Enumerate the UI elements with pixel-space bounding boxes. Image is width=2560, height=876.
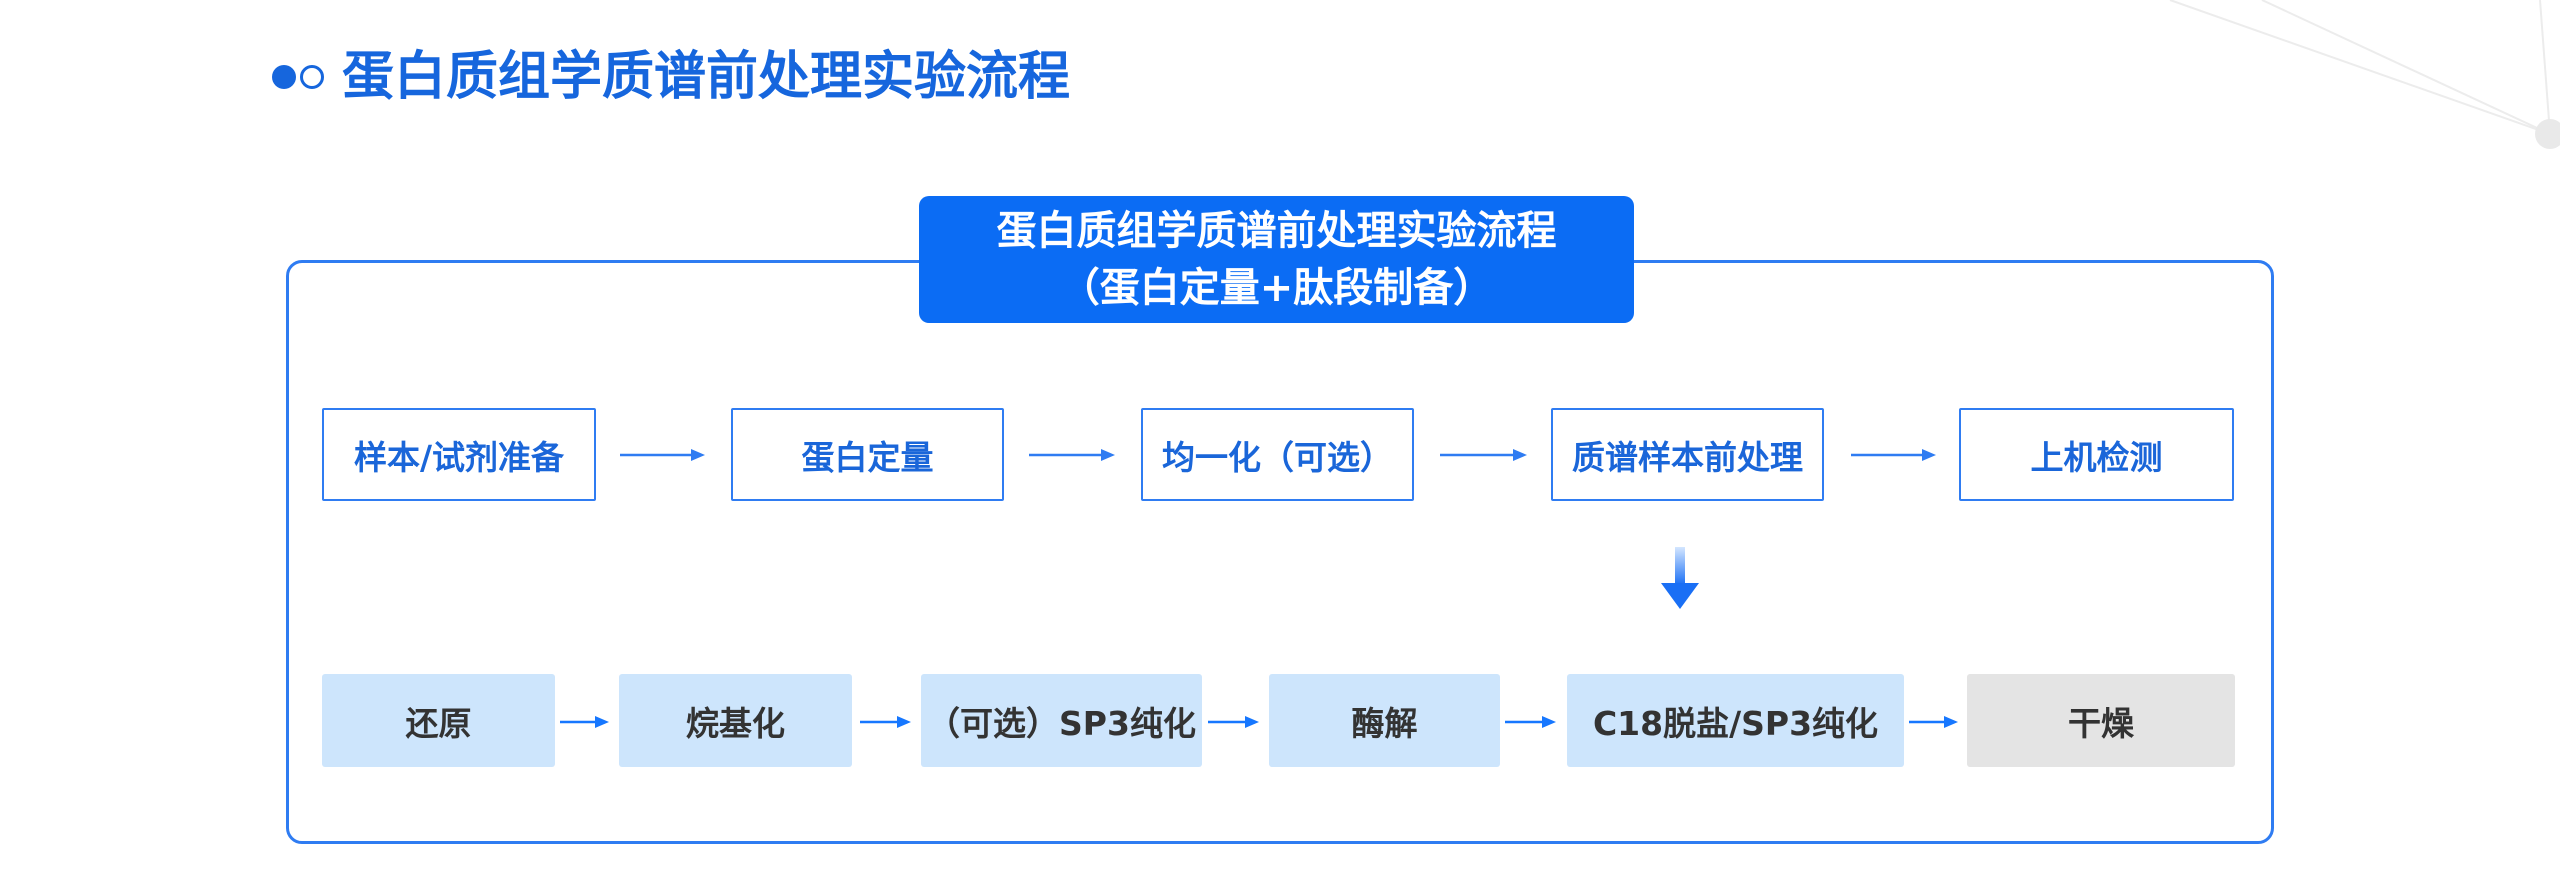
arrow-right-icon (620, 449, 705, 461)
sub-step-alkylation: 烷基化 (619, 674, 852, 767)
arrow-right-icon (1440, 449, 1527, 461)
arrow-right-icon (1909, 716, 1958, 728)
sub-step-desalting: C18脱盐/SP3纯化 (1567, 674, 1904, 767)
main-step-sample-prep: 样本/试剂准备 (322, 408, 596, 501)
arrow-right-icon (560, 716, 609, 728)
arrow-right-icon (1851, 449, 1936, 461)
network-lines-decoration (2169, 0, 2560, 149)
main-step-ms-detection: 上机检测 (1959, 408, 2234, 501)
sub-step-digestion: 酶解 (1269, 674, 1500, 767)
diagram-title-line1: 蛋白质组学质谱前处理实验流程 (996, 207, 1557, 254)
arrow-down-icon (1661, 547, 1699, 609)
section-title: 蛋白质组学质谱前处理实验流程 (342, 47, 1071, 107)
section-heading: 蛋白质组学质谱前处理实验流程 (270, 46, 1070, 108)
double-dot-icon (272, 65, 324, 89)
arrow-right-icon (1208, 716, 1259, 728)
main-step-protein-quant: 蛋白定量 (731, 408, 1004, 501)
main-step-normalization: 均一化（可选） (1141, 408, 1414, 501)
arrow-right-icon (1505, 716, 1556, 728)
main-step-ms-preprocessing: 质谱样本前处理 (1551, 408, 1824, 501)
diagram-title-line2: （蛋白定量+肽段制备） (1059, 264, 1494, 311)
diagram-title-box: 蛋白质组学质谱前处理实验流程 （蛋白定量+肽段制备） (919, 196, 1634, 323)
sub-step-drying: 干燥 (1967, 674, 2235, 767)
arrow-right-icon (1029, 449, 1115, 461)
sub-step-sp3-cleanup: （可选）SP3纯化 (921, 674, 1202, 767)
sub-step-reduction: 还原 (322, 674, 555, 767)
arrow-right-icon (860, 716, 911, 728)
